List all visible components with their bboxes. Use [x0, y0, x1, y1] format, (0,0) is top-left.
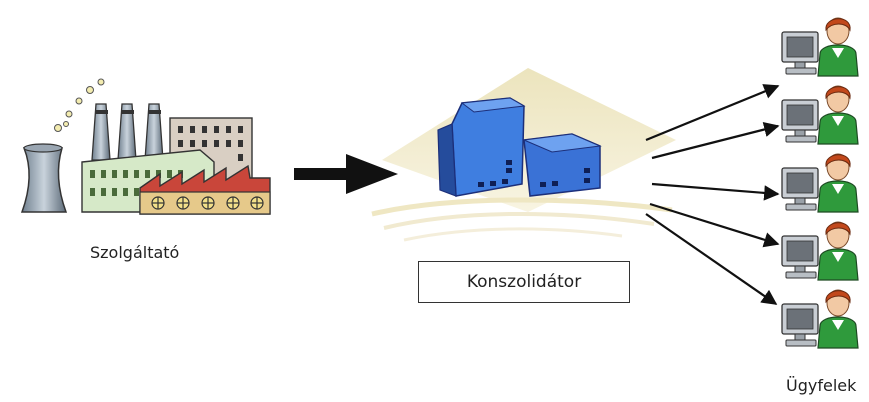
user-computer-icon — [781, 17, 859, 77]
factory-icon — [20, 78, 271, 215]
consolidator-box: Konszolidátor — [418, 261, 630, 303]
user-computer-icon — [781, 85, 859, 145]
user-computer-icon — [781, 153, 859, 213]
user-computer-icon — [781, 289, 859, 349]
clients-group — [781, 17, 859, 349]
clients-label: Ügyfelek — [786, 376, 857, 395]
office-building-icon — [371, 68, 676, 242]
client-arrows — [645, 84, 780, 305]
provider-arrow — [294, 154, 398, 194]
user-computer-icon — [781, 221, 859, 281]
consolidator-label: Konszolidátor — [466, 272, 582, 292]
provider-label: Szolgáltató — [90, 243, 180, 262]
